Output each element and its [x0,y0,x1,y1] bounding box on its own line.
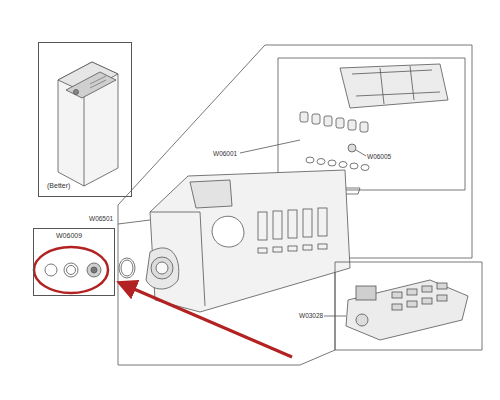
part-label: (Better) [47,182,131,190]
pcb-box [335,262,482,350]
pcb-display [356,286,376,300]
display-window [190,180,232,208]
panel-button [288,210,297,238]
pcb-chip [422,286,432,292]
pointer-arrow [120,283,292,357]
leader-line [322,316,346,317]
pcb-chip [407,289,417,295]
callout-number: W06501 [88,215,114,222]
knob [151,257,173,279]
pcb-chip [437,295,447,301]
subassembly-box [278,58,465,190]
frame-outline [118,45,472,365]
leader-line [118,220,150,224]
button-cap [324,116,332,126]
panel-button [258,212,267,240]
knob-part [91,267,97,273]
button-cap [339,162,347,168]
panel-button [288,246,297,251]
panel-button [318,208,327,236]
ring-part [67,266,76,275]
knob-center [156,262,168,274]
pcb-encoder [356,314,368,326]
main-pcb [346,280,468,340]
ring-part [64,263,78,277]
small-part [348,144,356,152]
washer-edge [84,92,85,186]
leader-line [356,150,366,156]
button-parts [300,112,369,171]
highlight-circle [34,247,108,293]
panel-button [318,244,327,249]
panel-button [273,247,282,252]
pcb-top [340,64,448,108]
pcb-chip [437,283,447,289]
control-panel [150,170,350,312]
button-cap [336,118,344,128]
cap [45,264,57,276]
button-cap [317,159,325,165]
pcb-chip [407,301,417,307]
ring [121,260,133,276]
leader-line [240,140,300,153]
ring [119,258,135,278]
panel-button [273,211,282,239]
knob-part [87,263,101,277]
callout-number: W06005 [366,153,392,160]
panel-button [303,209,312,237]
callout-number: W03028 [298,312,324,319]
panel-button [303,245,312,250]
button-cap [306,157,314,163]
pcb-detail [352,66,440,104]
panel-button [258,248,267,253]
button-cap [300,112,308,122]
callout-number: W06001 [212,150,238,157]
button-cap [348,120,356,130]
button-cap [312,114,320,124]
button-cap [360,122,368,132]
button-cap [328,160,336,166]
pcb-chip [392,292,402,298]
button-cap [361,165,369,171]
washer-buttons [90,76,106,88]
dial-window [212,216,244,247]
button-cap [350,163,358,169]
knob-cover [146,248,179,289]
pcb-components [392,283,447,310]
pcb-chip [422,298,432,304]
part-label: W06009 [56,232,114,240]
part-group-box: W06009 [33,228,115,296]
pcb-chip [392,304,402,310]
inset-box: (Better) [38,42,132,197]
panel-edge [150,212,205,306]
panel-buttons [258,208,327,253]
washer-knob [74,90,79,95]
washer-panel [66,72,116,98]
washer-body [58,62,118,186]
